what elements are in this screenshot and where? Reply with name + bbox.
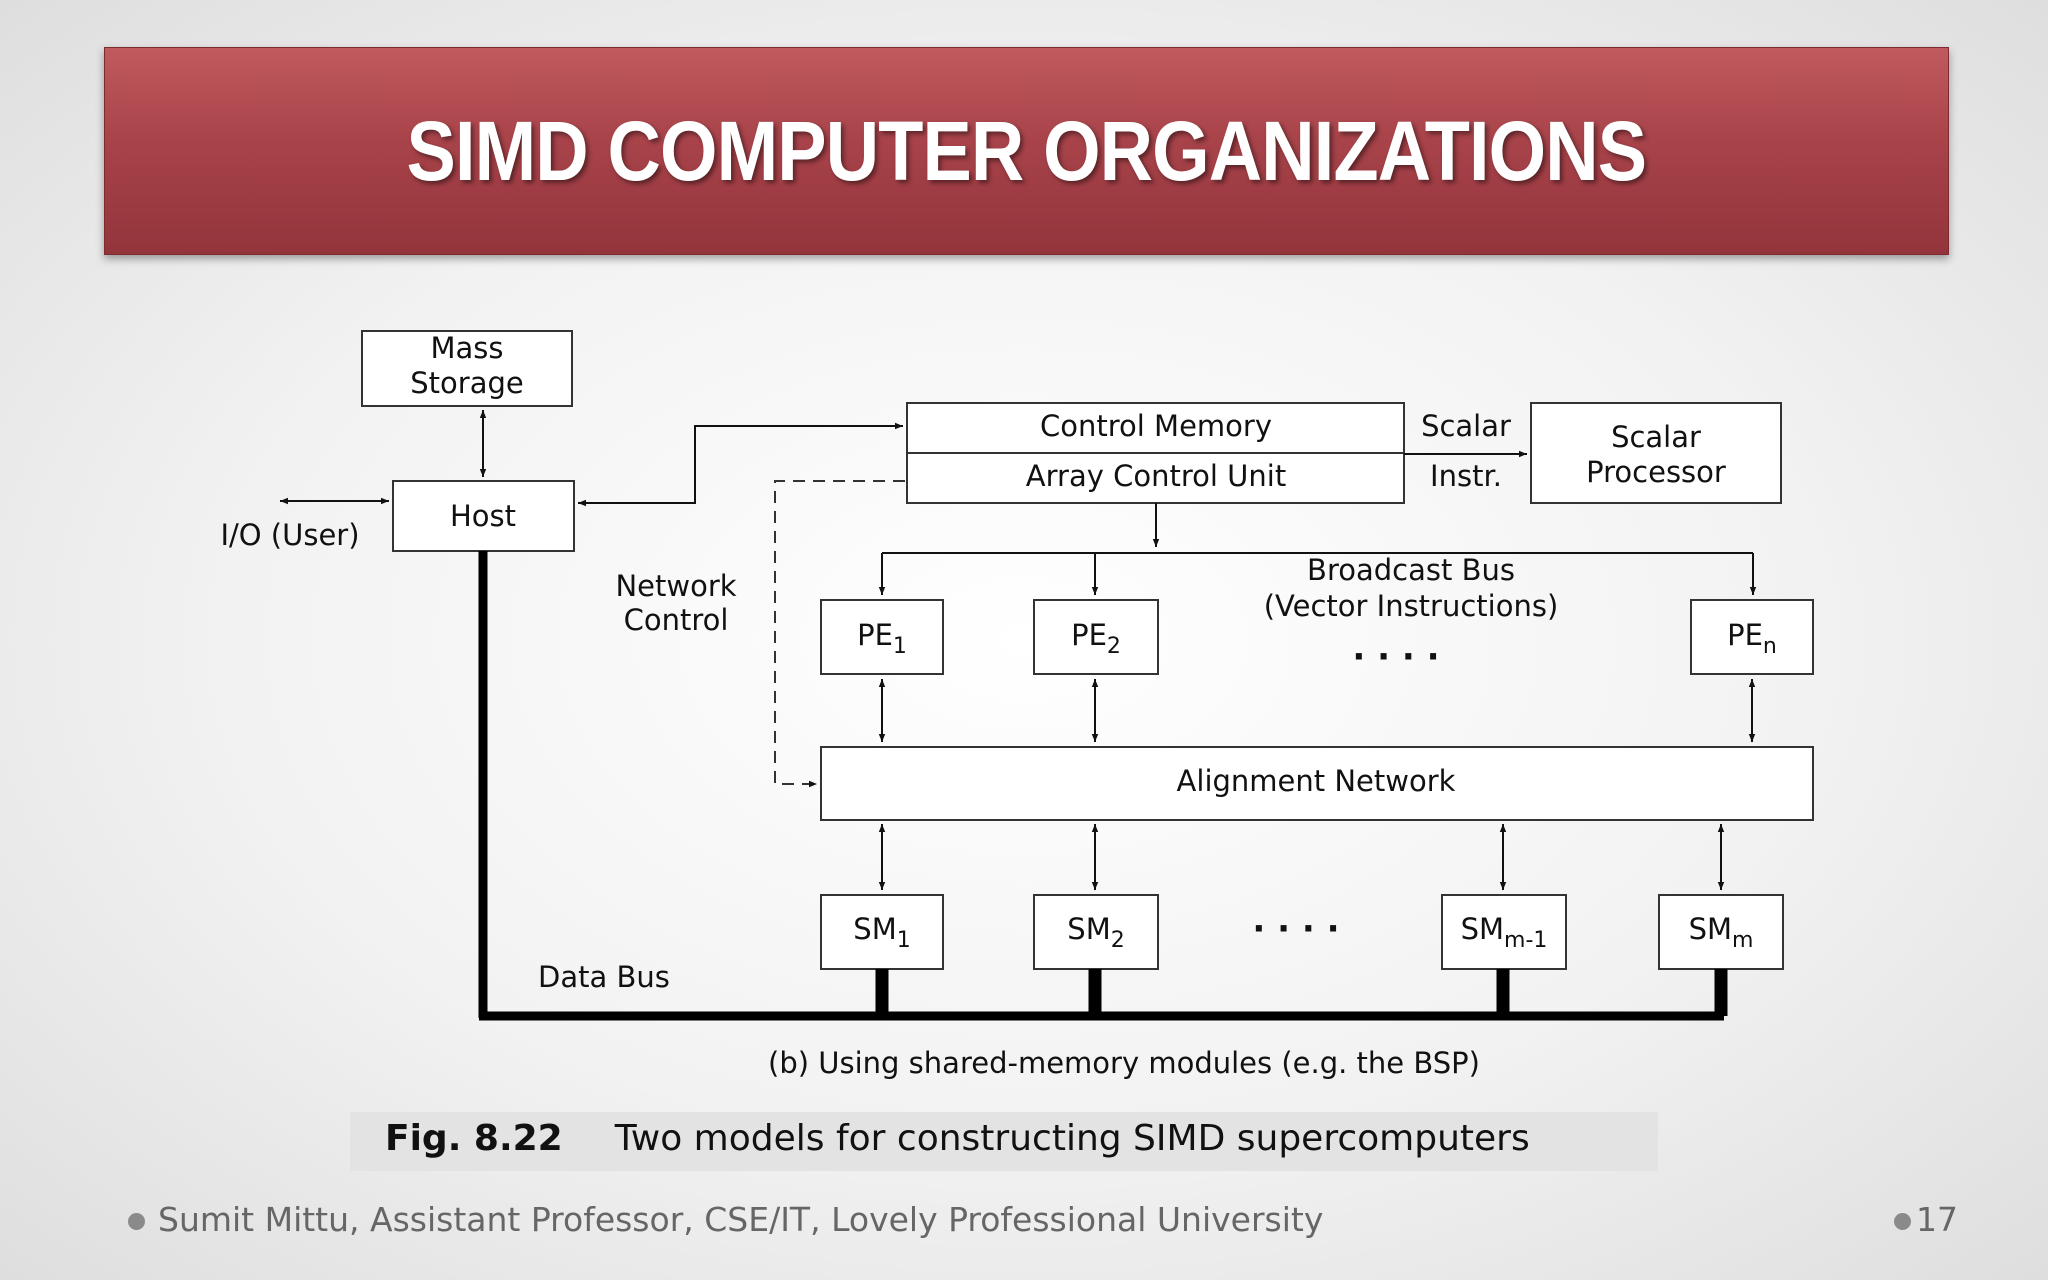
io-label: I/O (User) (220, 518, 359, 552)
alignment-network-box (820, 746, 1814, 821)
broadcast-bus-label-line2: (Vector Instructions) (1264, 589, 1559, 623)
host-label: Host (450, 499, 516, 533)
pen-label: PEn (1727, 618, 1777, 659)
sm2-box (1033, 894, 1159, 970)
scalar-instr-label-line2: Instr. (1430, 459, 1502, 493)
host-control-arrow (578, 422, 903, 507)
sm1-label: SM1 (853, 912, 910, 953)
figure-caption-background (350, 1112, 1658, 1171)
scalar-instr-label-line1: Scalar (1421, 409, 1511, 443)
scalar-processor-label-line1: Scalar (1611, 420, 1701, 454)
footer-bullet-icon (128, 1213, 145, 1230)
page-number: 17 (1916, 1200, 1958, 1239)
footer-author-text: Sumit Mittu, Assistant Professor, CSE/IT… (158, 1200, 1324, 1239)
pen-box (1690, 599, 1814, 675)
mass-storage-box (361, 330, 573, 407)
smm-label: SMm (1689, 912, 1754, 953)
scalar-processor-box (1530, 402, 1782, 504)
title-banner: SIMD COMPUTER ORGANIZATIONS (104, 47, 1949, 255)
pe1-box (820, 599, 944, 675)
figure-number: Fig. 8.22 (385, 1118, 563, 1159)
mass-storage-label-line2: Storage (410, 366, 523, 400)
diagram-subcaption: (b) Using shared-memory modules (e.g. th… (768, 1046, 1480, 1080)
broadcast-bus-label-line1: Broadcast Bus (1307, 553, 1515, 587)
sm2-label: SM2 (1067, 912, 1124, 953)
data-bus-label: Data Bus (538, 960, 670, 994)
pe2-label: PE2 (1071, 618, 1121, 659)
array-control-unit-label: Array Control Unit (1026, 459, 1286, 493)
page-number-bullet-icon (1894, 1213, 1911, 1230)
smm1-label: SMm-1 (1461, 912, 1548, 953)
figure-caption: Fig. 8.22 Two models for constructing SIM… (385, 1118, 1530, 1159)
network-control-label-line2: Control (624, 603, 729, 637)
host-box (392, 480, 575, 552)
network-control-label-line1: Network (615, 569, 736, 603)
mass-storage-label-line1: Mass (430, 331, 503, 365)
smm-box (1658, 894, 1784, 970)
sm-ellipsis: · · · · (1252, 909, 1339, 949)
network-control-dashed-arrow (774, 480, 905, 788)
pe1-label: PE1 (857, 618, 907, 659)
pe2-box (1033, 599, 1159, 675)
control-memory-label: Control Memory (1040, 409, 1272, 443)
slide-title: SIMD COMPUTER ORGANIZATIONS (406, 103, 1648, 198)
scalar-processor-label-line2: Processor (1586, 455, 1726, 489)
alignment-network-label: Alignment Network (1177, 764, 1456, 798)
pe-ellipsis: · · · · (1352, 637, 1439, 677)
figure-caption-text: Two models for constructing SIMD superco… (614, 1118, 1530, 1159)
